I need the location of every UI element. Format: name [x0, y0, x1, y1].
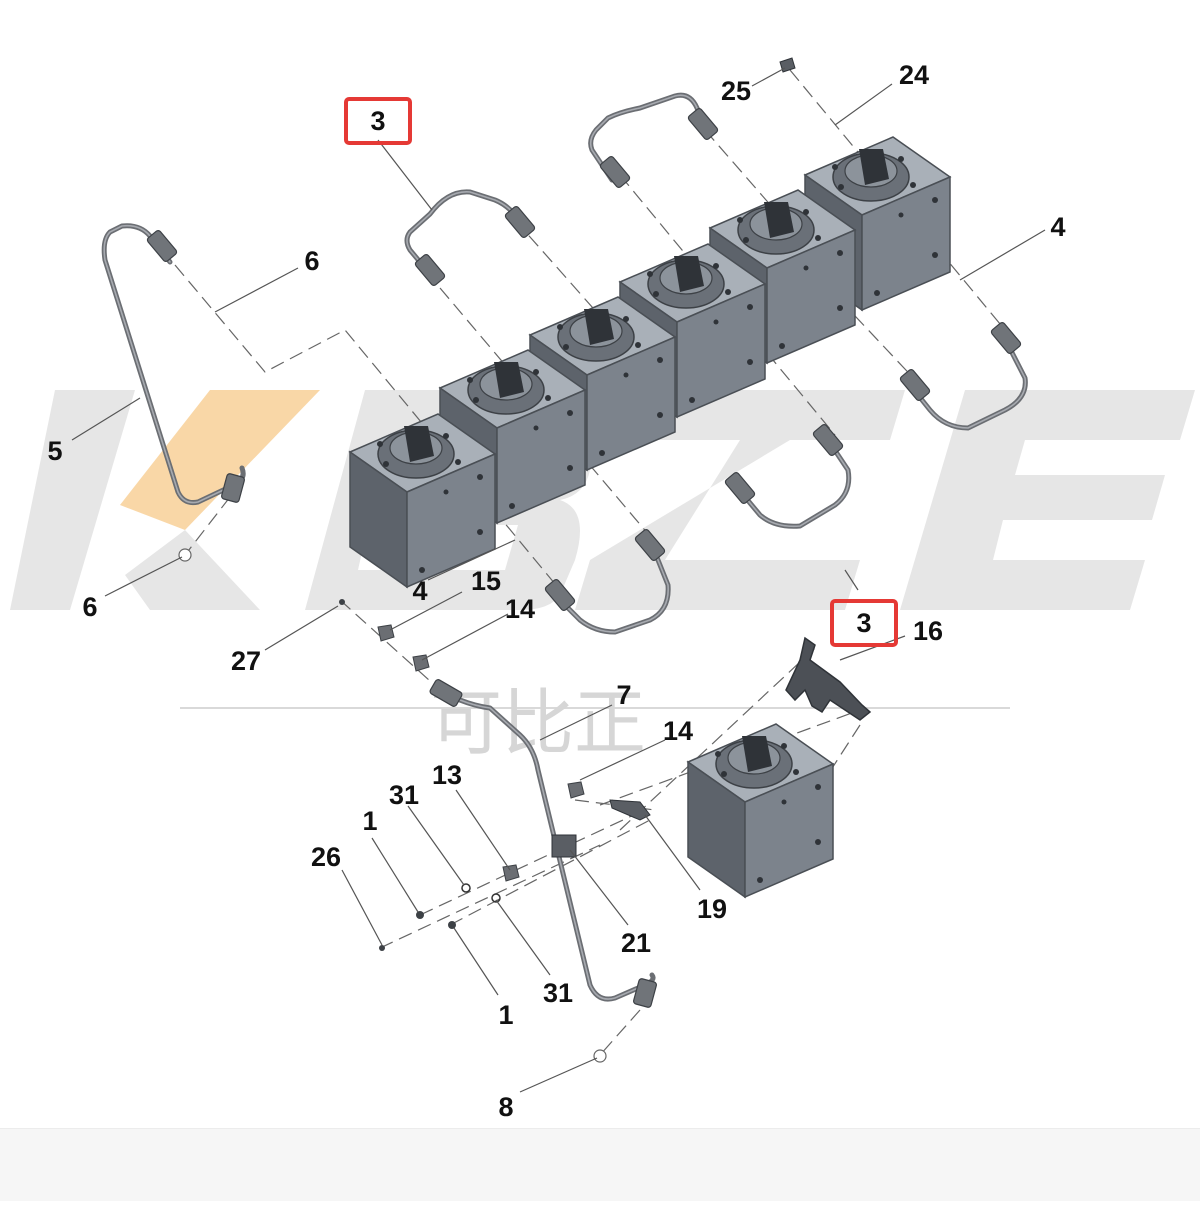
callout-label-4b: 4	[412, 576, 427, 606]
callout-label-7: 7	[616, 680, 631, 710]
callout-label-16: 16	[913, 616, 943, 646]
callout-label-31a: 31	[389, 780, 419, 810]
callout-label-19: 19	[697, 894, 727, 924]
watermark-chinese-text: 可比正	[430, 681, 646, 765]
callout-label-31b: 31	[543, 978, 573, 1008]
bracket-16	[785, 636, 872, 721]
callout-label-13: 13	[432, 760, 462, 790]
callout-label-1b: 1	[498, 1000, 513, 1030]
callout-label-25: 25	[721, 76, 751, 106]
callout-label-27: 27	[231, 646, 261, 676]
pump-element-spare	[687, 723, 834, 898]
pipe-fittings	[146, 107, 1022, 1008]
callout-label-6a: 6	[304, 246, 319, 276]
bottom-strip	[0, 1128, 1200, 1201]
callout-label-14a: 14	[505, 594, 535, 624]
fuel-pipes	[101, 92, 1028, 1002]
callout-highlight-box	[344, 97, 412, 145]
leader-lines	[71, 67, 1046, 1093]
callout-label-1a: 1	[362, 806, 377, 836]
callout-label-8: 8	[498, 1092, 513, 1122]
callout-label-3b: 3	[856, 608, 871, 638]
callout-highlight-box	[830, 599, 898, 647]
callout-label-24: 24	[899, 60, 929, 90]
callout-label-21: 21	[621, 928, 651, 958]
callout-label-5: 5	[47, 436, 62, 466]
callout-label-3a: 3	[370, 106, 385, 136]
callout-label-6b: 6	[82, 592, 97, 622]
callout-label-4a: 4	[1050, 212, 1065, 242]
callout-label-15: 15	[471, 566, 501, 596]
callout-label-14b: 14	[663, 716, 693, 746]
callout-label-26: 26	[311, 842, 341, 872]
